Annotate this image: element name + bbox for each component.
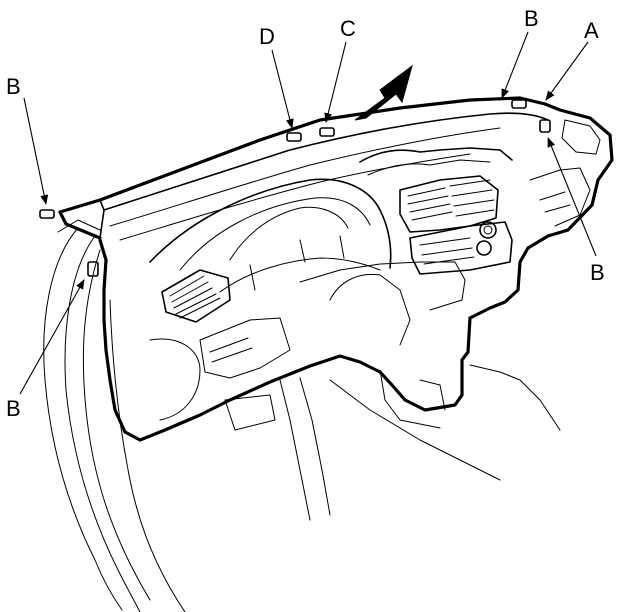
passenger-side-panel: [419, 119, 601, 431]
leader-b-bottom-left: [19, 279, 85, 395]
leader-d: [271, 49, 294, 129]
leader-b-top-left: [23, 97, 49, 205]
door-frame: [43, 219, 186, 612]
clip-b-right: [539, 119, 551, 133]
callout-labels: B D C B A B B: [6, 6, 605, 421]
callout-b-top-left: B: [6, 74, 21, 99]
dashboard-top-pad: [103, 112, 549, 241]
callout-c: C: [340, 16, 356, 41]
callout-b-right: B: [590, 260, 605, 285]
left-air-vent: [161, 269, 231, 323]
clips: [39, 99, 551, 277]
lower-dash-panel: [149, 261, 466, 431]
clip-b-left: [87, 261, 99, 277]
leader-b-right: [547, 137, 597, 257]
steering-column: [279, 369, 501, 521]
leader-b-top-right: [501, 31, 529, 99]
leader-a: [545, 41, 589, 101]
removal-direction-arrow: [354, 64, 413, 121]
callout-leaders: [19, 31, 597, 395]
callout-b-top-right: B: [524, 6, 539, 31]
clip-c: [319, 127, 335, 137]
center-upper-panel: [359, 147, 513, 233]
callout-d: D: [259, 24, 275, 49]
clip-d: [286, 132, 302, 142]
callout-a: A: [584, 18, 599, 43]
instrument-cluster-hood: [149, 178, 392, 293]
clip-b-top-right: [511, 99, 527, 109]
audio-unit: [409, 221, 513, 275]
clip-b-top-left: [39, 209, 55, 219]
callout-b-bottom-left: B: [6, 396, 21, 421]
leader-c: [324, 41, 347, 123]
